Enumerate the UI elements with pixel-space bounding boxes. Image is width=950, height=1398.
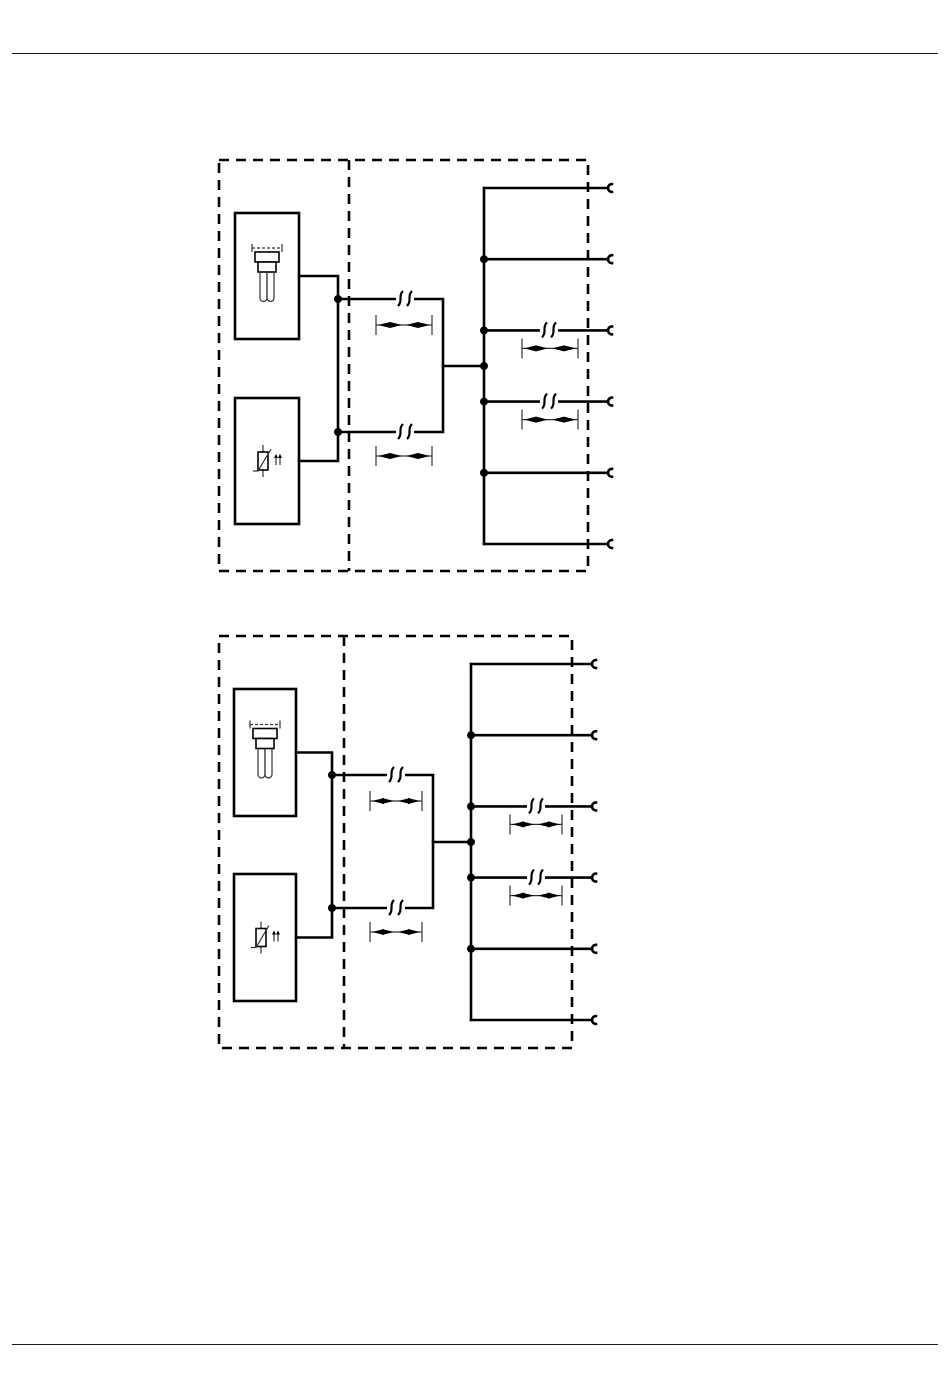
arrow-head-mid — [522, 893, 534, 899]
arrow-head-mid — [552, 417, 564, 423]
arrow-head-right — [564, 345, 576, 351]
junction-dot — [467, 802, 475, 810]
cable-break-icon — [527, 870, 545, 886]
arrow-head-mid — [390, 322, 402, 328]
arrow-head-mid — [538, 893, 550, 899]
cable-break-icon — [387, 900, 405, 916]
length-dimension-icon — [510, 814, 562, 834]
arrow-head-mid — [398, 929, 410, 935]
wire — [338, 299, 443, 432]
output-terminal-icon — [592, 731, 596, 739]
cable-break-icon — [540, 322, 558, 338]
length-dimension-icon — [522, 410, 578, 430]
wire — [296, 908, 332, 938]
arrow-head-mid — [382, 929, 394, 935]
arrow-head-mid — [536, 417, 548, 423]
arrow-head-right — [564, 417, 576, 423]
arrow-head-mid — [538, 821, 550, 827]
length-dimension-icon — [510, 886, 562, 906]
cable-break-icon — [540, 394, 558, 410]
electrode-head — [255, 252, 279, 262]
cable-break-icon — [387, 767, 405, 783]
electrode-body — [256, 739, 274, 749]
arrow-head-left — [378, 322, 390, 328]
arrow-head-right — [418, 453, 430, 459]
output-terminal-icon — [592, 1016, 596, 1024]
wire — [296, 753, 332, 776]
arrow-head-mid — [390, 453, 402, 459]
arrow-head-left — [524, 417, 536, 423]
arrow-head-mid — [552, 345, 564, 351]
wire — [299, 432, 338, 461]
electrode-head — [253, 729, 277, 739]
arrow-head-left — [378, 453, 390, 459]
arrow-head-mid — [406, 322, 418, 328]
length-dimension-icon — [376, 446, 432, 466]
output-terminal-icon — [608, 398, 612, 406]
output-terminal-icon — [608, 326, 612, 334]
arrow-head-left — [524, 345, 536, 351]
wiring-diagram-2 — [219, 636, 596, 1048]
wire — [332, 775, 433, 908]
output-terminal-icon — [608, 255, 612, 263]
output-terminal-icon — [592, 802, 596, 810]
cable-break-icon — [396, 291, 414, 307]
cable-break-icon — [396, 424, 414, 440]
junction-dot — [480, 326, 488, 334]
length-dimension-icon — [522, 338, 578, 358]
length-dimension-icon — [370, 791, 422, 811]
junction-dot — [480, 255, 488, 263]
junction-dot — [480, 469, 488, 477]
cable-break-icon — [527, 798, 545, 814]
arrow-head-mid — [406, 453, 418, 459]
junction-dot — [467, 874, 475, 882]
wire — [299, 276, 338, 299]
output-terminal-icon — [608, 540, 612, 548]
junction-dot — [467, 731, 475, 739]
junction-dot — [480, 398, 488, 406]
length-dimension-icon — [370, 922, 422, 942]
arrow-head-mid — [536, 345, 548, 351]
arrow-head-right — [418, 322, 430, 328]
output-terminal-icon — [592, 874, 596, 882]
arrow-head-mid — [398, 798, 410, 804]
output-terminal-icon — [592, 660, 596, 668]
output-terminal-icon — [608, 469, 612, 477]
output-terminal-icon — [592, 945, 596, 953]
wiring-diagram-1 — [219, 160, 612, 571]
length-dimension-icon — [376, 315, 432, 335]
junction-dot — [467, 945, 475, 953]
output-terminal-icon — [608, 184, 612, 192]
arrow-head-mid — [382, 798, 394, 804]
electrode-body — [258, 262, 276, 272]
arrow-head-mid — [522, 821, 534, 827]
